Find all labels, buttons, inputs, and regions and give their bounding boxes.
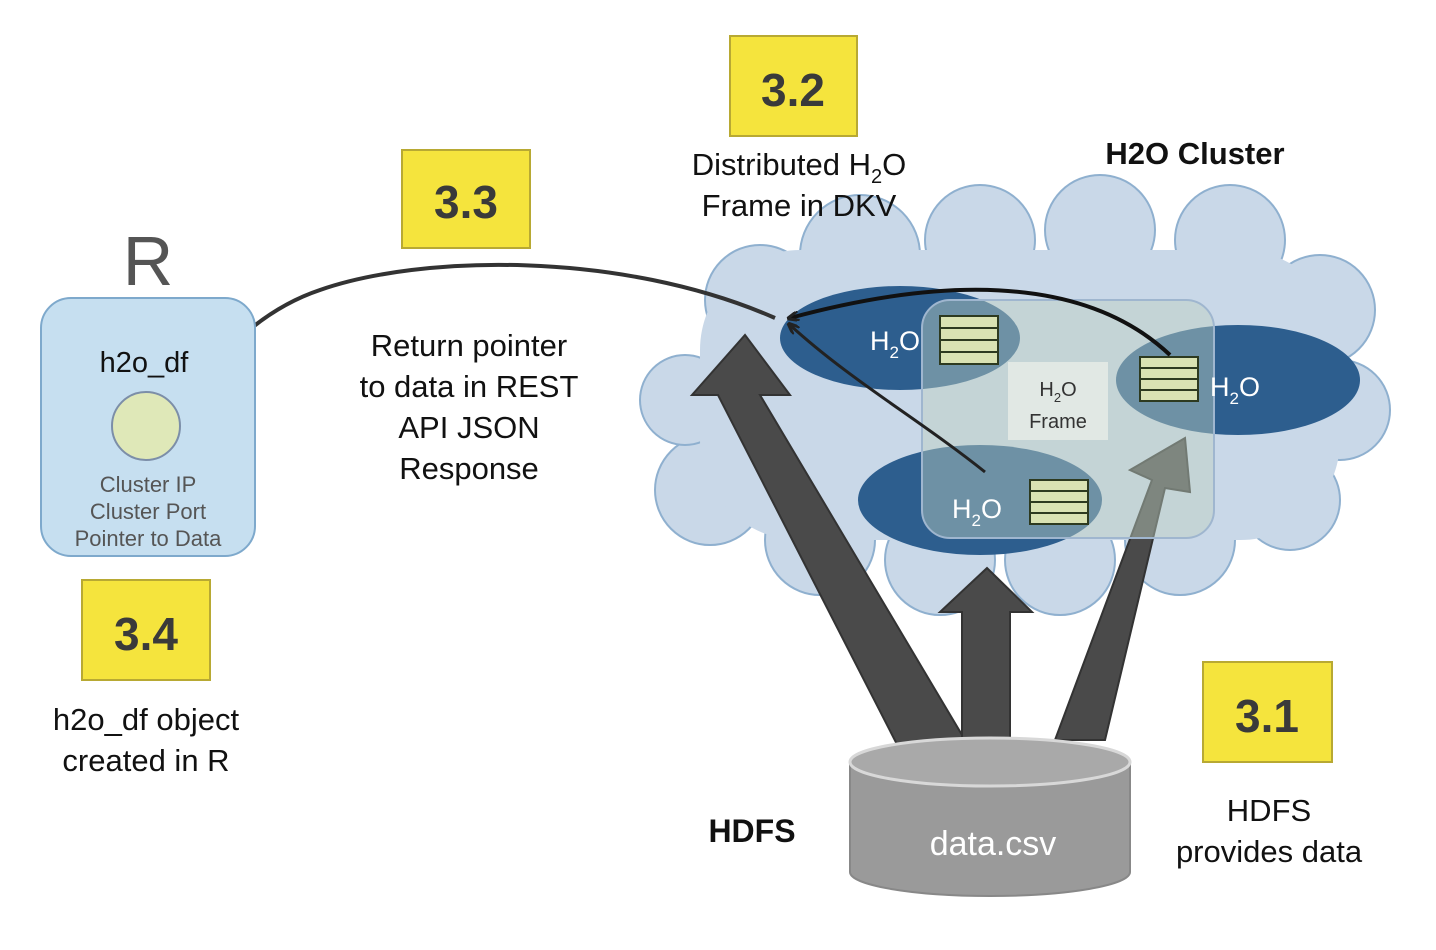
- r-detail-port: Cluster Port: [90, 499, 206, 524]
- r-detail-ip: Cluster IP: [100, 472, 197, 497]
- r-detail-pointer: Pointer to Data: [75, 526, 223, 551]
- step-3-3-caption-line1: Return pointer: [371, 328, 567, 363]
- step-badge-3-4: 3.4: [81, 579, 211, 681]
- step-badge-3-2: 3.2: [729, 35, 858, 137]
- step-3-2-caption-line2: Frame in DKV: [702, 188, 897, 223]
- frame-h2o-label: H2O: [1039, 379, 1076, 405]
- step-3-3-caption-line3: API JSON: [398, 410, 539, 445]
- node-label-top: H2O: [870, 326, 920, 362]
- step-badge-3-1: 3.1: [1202, 661, 1333, 763]
- pointer-circle: [111, 391, 181, 461]
- hdfs-label: HDFS: [708, 813, 795, 849]
- svg-text:3.2: 3.2: [761, 64, 825, 116]
- data-file-name: data.csv: [930, 825, 1057, 863]
- data-chunk-icon: [1139, 356, 1199, 402]
- h2o-node-right: [1116, 325, 1360, 435]
- frame-label: Frame: [1029, 411, 1087, 433]
- step-3-1-caption-line2: provides data: [1176, 834, 1363, 869]
- svg-text:3.4: 3.4: [114, 608, 178, 660]
- step-3-4-caption-line2: created in R: [62, 743, 229, 778]
- step-3-4-caption-line1: h2o_df object: [53, 702, 240, 737]
- svg-text:3.1: 3.1: [1235, 690, 1299, 742]
- h2o-node-bottom: [858, 445, 1102, 555]
- hdfs-to-cluster-arrows: [689, 333, 1192, 762]
- node-label-right: H2O: [1210, 372, 1260, 408]
- step-3-1-caption-line1: HDFS: [1227, 793, 1311, 828]
- step-3-3-caption-line2: to data in REST: [360, 369, 579, 404]
- step-3-3-caption-line4: Response: [399, 451, 539, 486]
- data-chunk-icon: [1029, 479, 1089, 525]
- r-title: R: [123, 222, 174, 300]
- h2o-frame-label-box: [1008, 362, 1108, 440]
- chunk-to-top-arrow: [790, 287, 1172, 357]
- cluster-title: H2O Cluster: [1105, 136, 1284, 171]
- node-label-bottom: H2O: [952, 494, 1002, 530]
- bottom-to-top-arrow: [790, 325, 986, 474]
- r-object-name: h2o_df: [100, 347, 190, 379]
- data-chunk-icon: [939, 315, 999, 365]
- step-badge-3-3: 3.3: [401, 149, 531, 249]
- step-3-2-caption-line1: Distributed H2O: [692, 147, 906, 188]
- svg-text:3.3: 3.3: [434, 176, 498, 228]
- hdfs-cylinder: [848, 736, 1132, 897]
